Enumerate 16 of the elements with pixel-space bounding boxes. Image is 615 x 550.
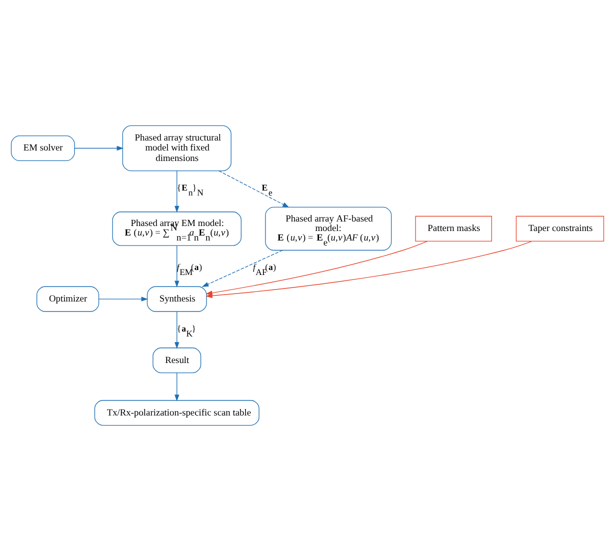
arrow xyxy=(174,170,180,212)
arrow xyxy=(202,249,283,287)
arrow xyxy=(174,310,180,348)
arrow xyxy=(218,170,290,208)
arrow xyxy=(98,296,148,301)
node-box: Optimizer xyxy=(36,286,100,312)
node-box: Pattern masks xyxy=(415,215,492,241)
node-box: Synthesis xyxy=(146,286,207,312)
node-box: Taper constraints xyxy=(516,215,604,241)
node-box: Tx/Rx-polarization-specific scan table xyxy=(94,400,260,426)
node-box: EM solver xyxy=(10,134,75,161)
node-box: Result xyxy=(152,347,202,373)
node-box: Phased array structural model with fixed dimensions xyxy=(122,124,232,171)
arrow xyxy=(74,145,124,150)
arrow xyxy=(174,372,180,401)
arrow xyxy=(174,244,180,287)
